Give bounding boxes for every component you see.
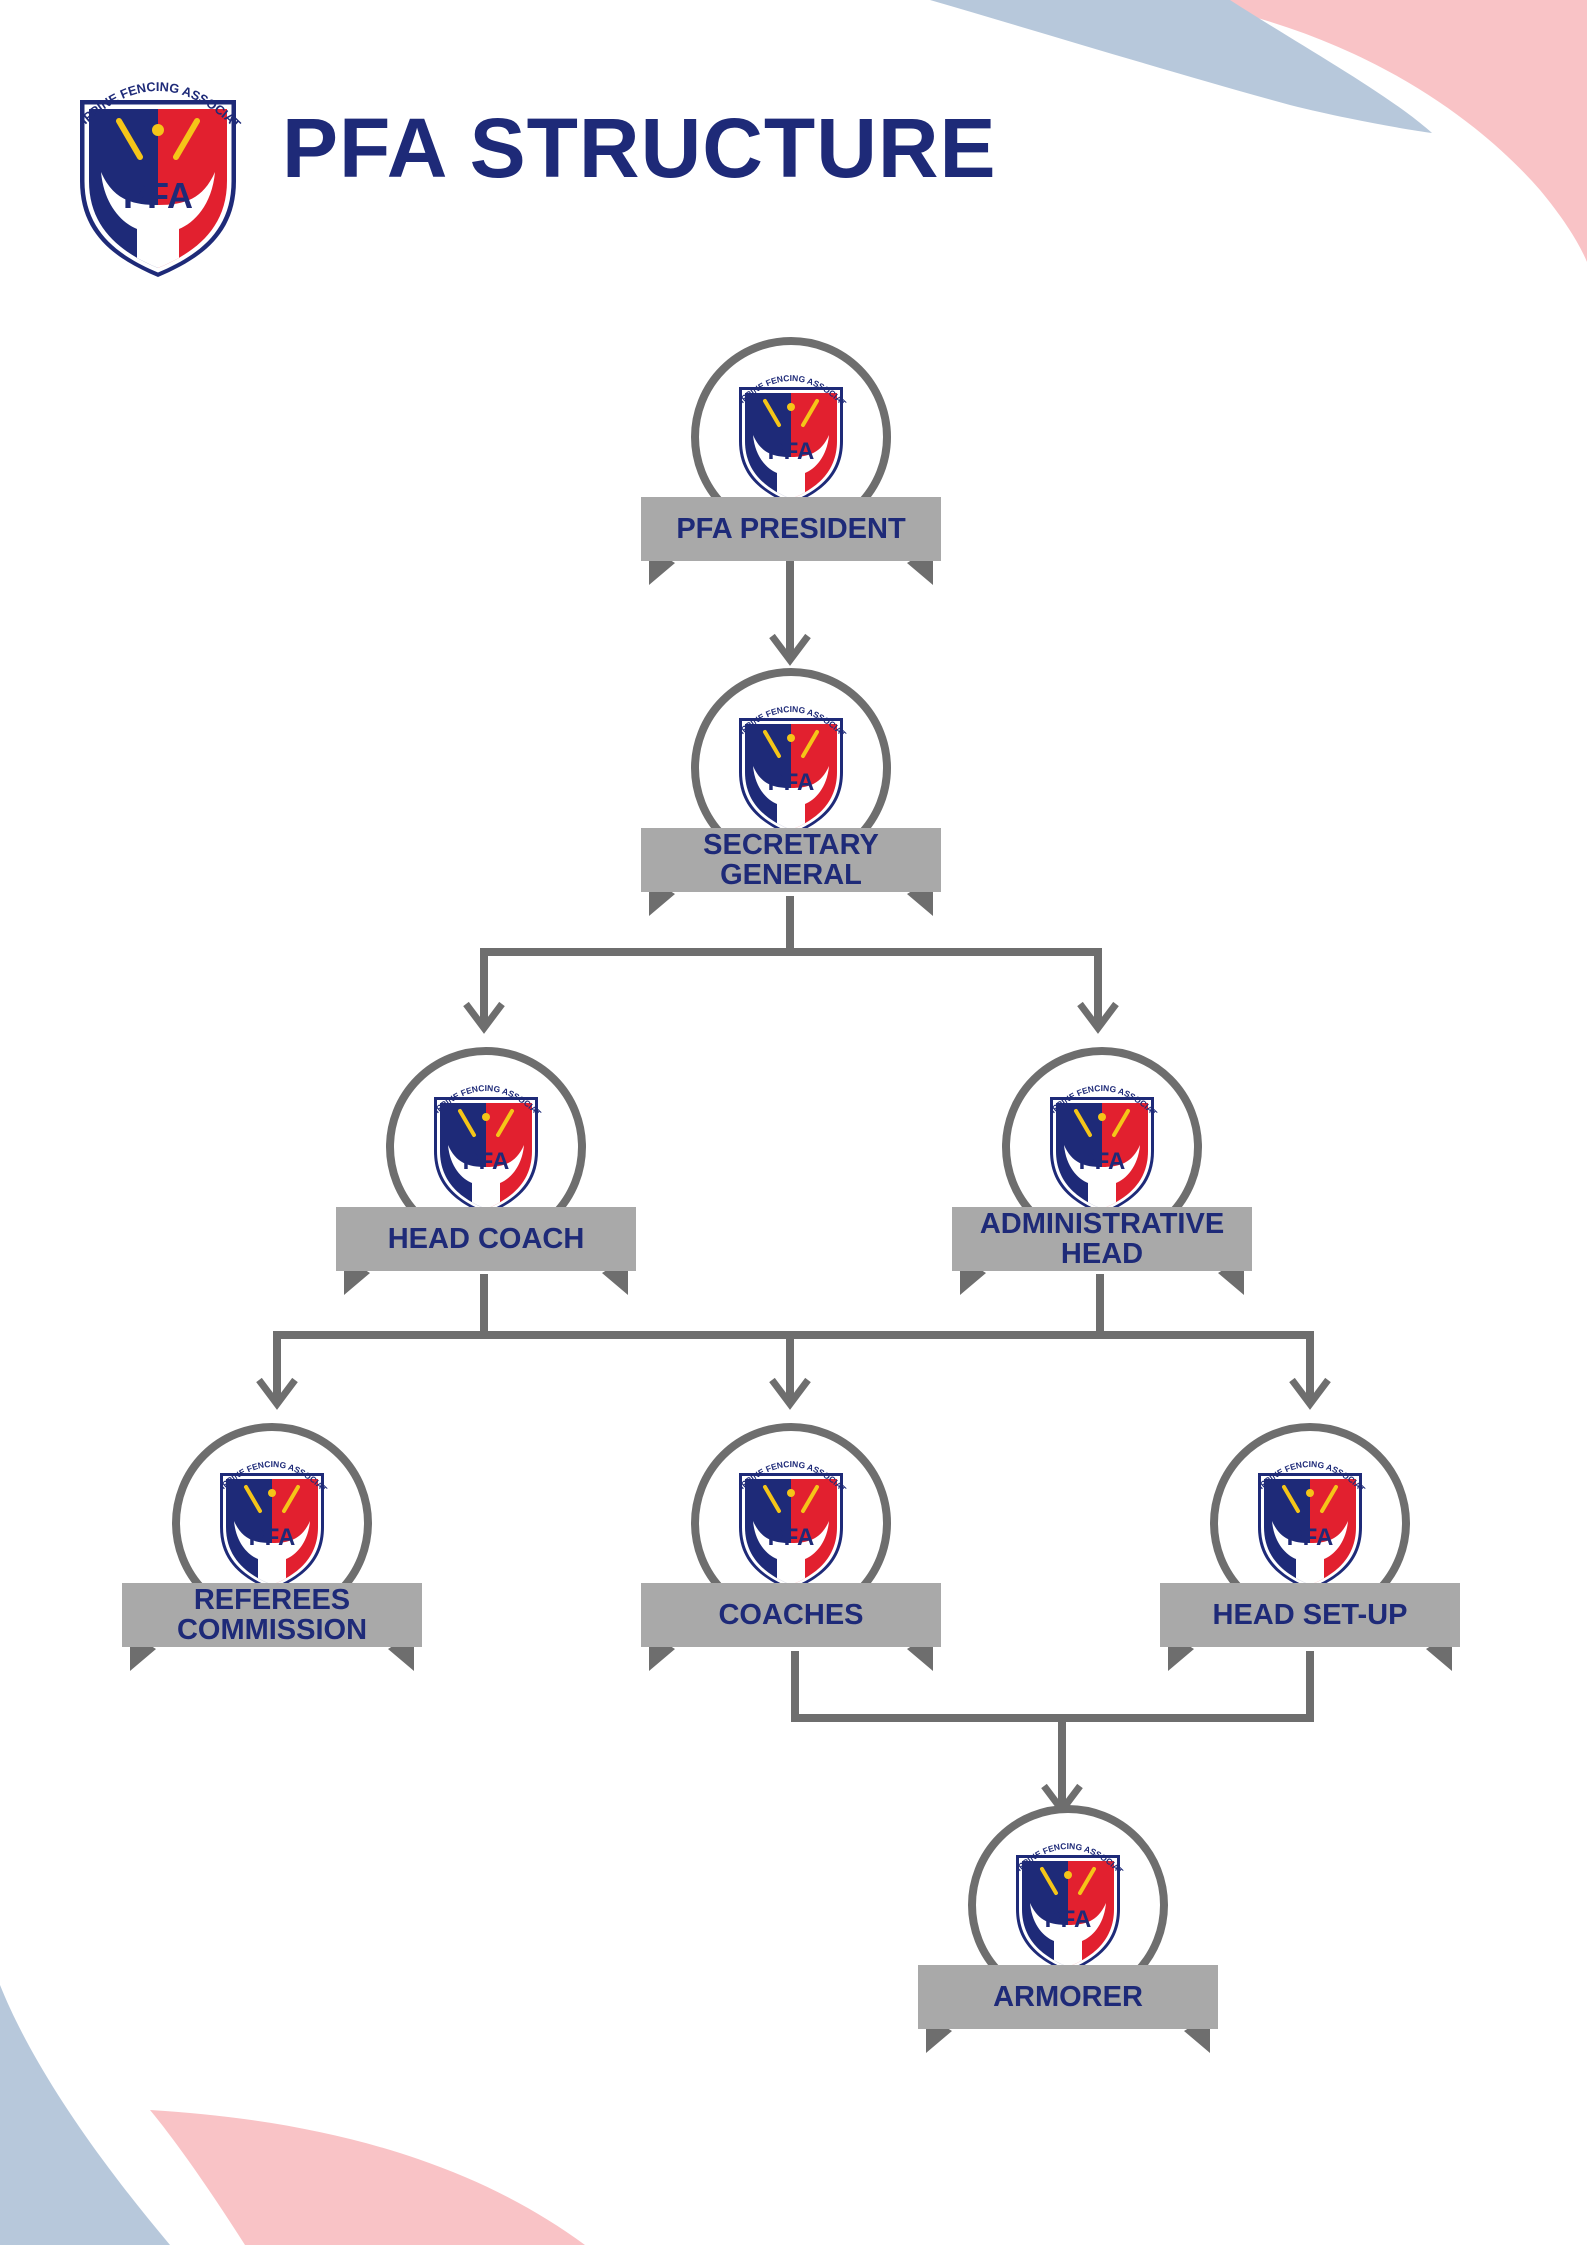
arrowhead-coaches [769,1377,811,1410]
node-pfa-president: PFA PRESIDENT [641,337,941,597]
arrowhead-secgen [769,633,811,666]
node-label: ADMINISTRATIVE HEAD [979,1208,1225,1270]
top-right-blue-wave [930,0,1432,133]
node-banner: SECRETARY GENERAL [641,828,941,892]
node-label: COACHES [718,1599,864,1631]
node-label: PFA PRESIDENT [676,513,906,545]
top-right-pink-wave [1180,0,1587,262]
arrowhead-admin-head [1077,1001,1119,1034]
bottom-left-pink-wave [150,2110,585,2245]
connector-secgen-split [480,896,1102,1024]
arrowhead-referees [256,1377,298,1410]
connector-heads-split [273,1274,1314,1399]
pfa-crest-icon [1042,1075,1162,1215]
pfa-crest-icon [1008,1833,1128,1973]
node-armorer: ARMORER [918,1805,1218,2065]
node-banner: HEAD COACH [336,1207,636,1271]
arrowhead-head-setup [1289,1377,1331,1410]
pfa-crest-icon [731,365,851,505]
node-label: HEAD SET-UP [1212,1599,1408,1631]
node-secretary-general: SECRETARY GENERAL [641,668,941,928]
node-label: REFEREES COMMISSION [176,1584,368,1646]
bottom-left-blue-wave [0,1985,170,2245]
pfa-crest-icon [1250,1451,1370,1591]
pfa-crest-icon [731,1451,851,1591]
arrowhead-head-coach [463,1001,505,1034]
node-banner: REFEREES COMMISSION [122,1583,422,1647]
node-banner: PFA PRESIDENT [641,497,941,561]
pfa-crest-icon [731,696,851,836]
node-banner: HEAD SET-UP [1160,1583,1460,1647]
node-referees-commission: REFEREES COMMISSION [122,1423,422,1683]
pfa-logo: PFA PHILIPPINE FENCING ASSOCIATION [68,62,244,277]
pfa-crest-icon [212,1451,332,1591]
node-administrative-head: ADMINISTRATIVE HEAD [952,1047,1252,1307]
connector-to-armorer [791,1651,1314,1804]
node-banner: COACHES [641,1583,941,1647]
node-banner: ADMINISTRATIVE HEAD [952,1207,1252,1271]
node-label: HEAD COACH [387,1223,585,1255]
logo-initials: PFA [123,175,193,216]
node-label: SECRETARY GENERAL [703,829,879,891]
node-banner: ARMORER [918,1965,1218,2029]
node-head-set-up: HEAD SET-UP [1160,1423,1460,1683]
node-label: ARMORER [993,1981,1143,2013]
page-title: PFA STRUCTURE [282,101,997,195]
pfa-crest-icon [426,1075,546,1215]
node-coaches: COACHES [641,1423,941,1683]
node-head-coach: HEAD COACH [336,1047,636,1307]
